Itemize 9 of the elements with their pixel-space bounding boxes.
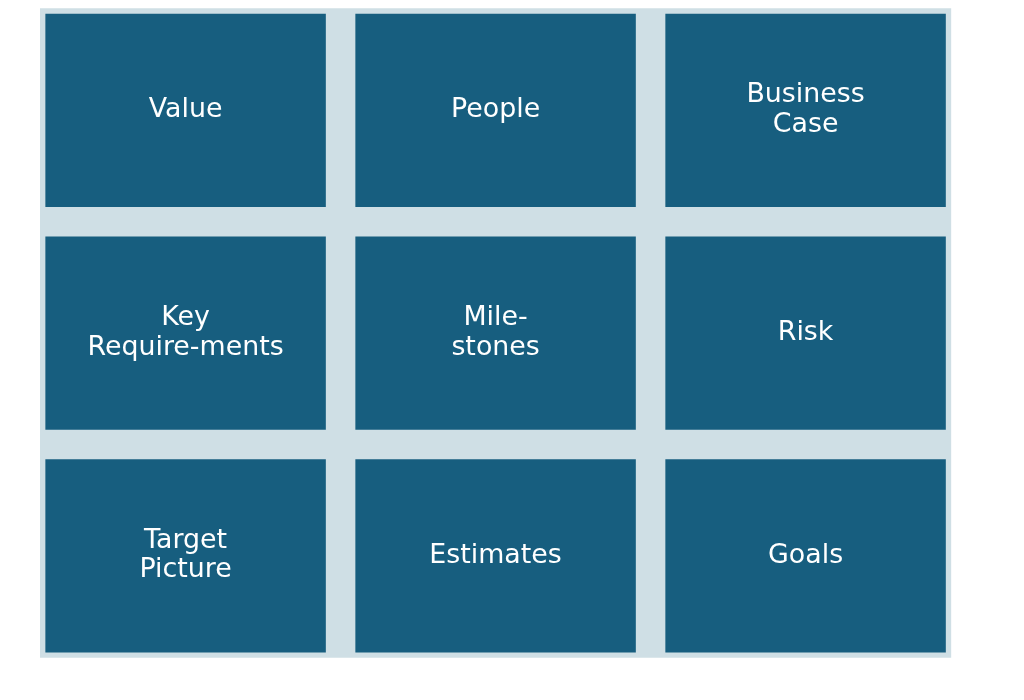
node-box: Mile- stones <box>354 236 636 430</box>
node-box: Estimates <box>354 459 636 653</box>
node-box: Goals <box>664 459 946 653</box>
node-box: Key Require-ments <box>44 236 326 430</box>
node-box: Value <box>44 13 326 207</box>
node-box: Target Picture <box>44 459 326 653</box>
node-box: Risk <box>664 236 946 430</box>
node-box: People <box>354 13 636 207</box>
node-box: Business Case <box>664 13 946 207</box>
